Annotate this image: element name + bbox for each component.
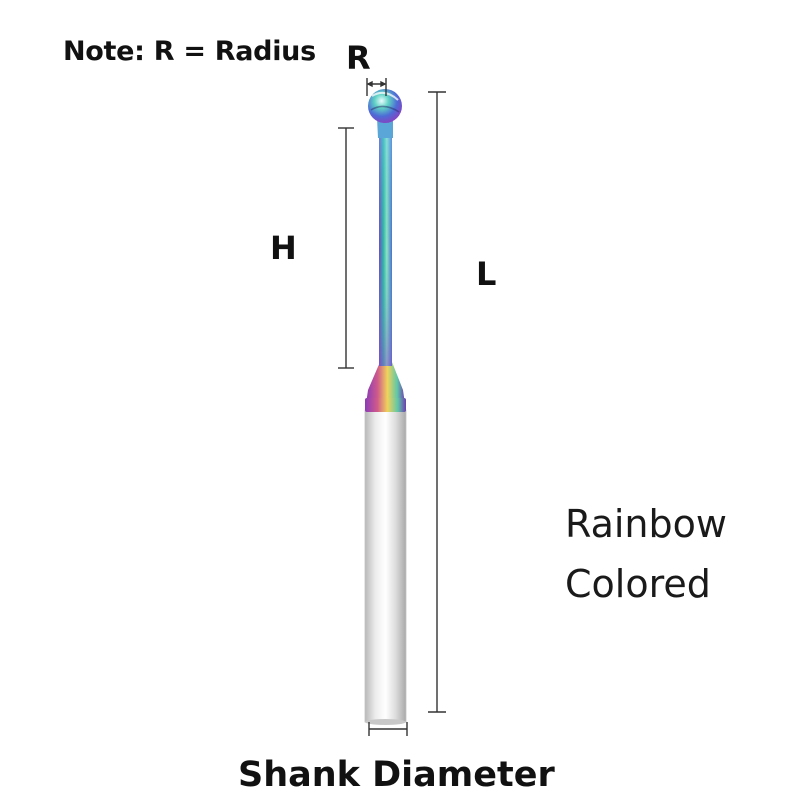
radius-dimension bbox=[366, 78, 387, 96]
radius-label: R bbox=[346, 39, 371, 77]
collar bbox=[366, 362, 405, 404]
shank-end bbox=[365, 719, 406, 725]
shank-diameter-dimension bbox=[368, 722, 408, 736]
l-dimension bbox=[428, 91, 446, 713]
shank bbox=[364, 409, 407, 723]
side-text-line2: Colored bbox=[565, 562, 711, 606]
shank-diameter-caption: Shank Diameter bbox=[238, 755, 555, 795]
neck-flare bbox=[377, 118, 393, 138]
collar-ring bbox=[365, 398, 406, 412]
note-text: Note: R = Radius bbox=[63, 36, 316, 67]
height-label: H bbox=[270, 229, 297, 267]
side-text-line1: Rainbow bbox=[565, 502, 727, 546]
length-label: L bbox=[476, 255, 497, 293]
h-dimension bbox=[338, 127, 354, 369]
